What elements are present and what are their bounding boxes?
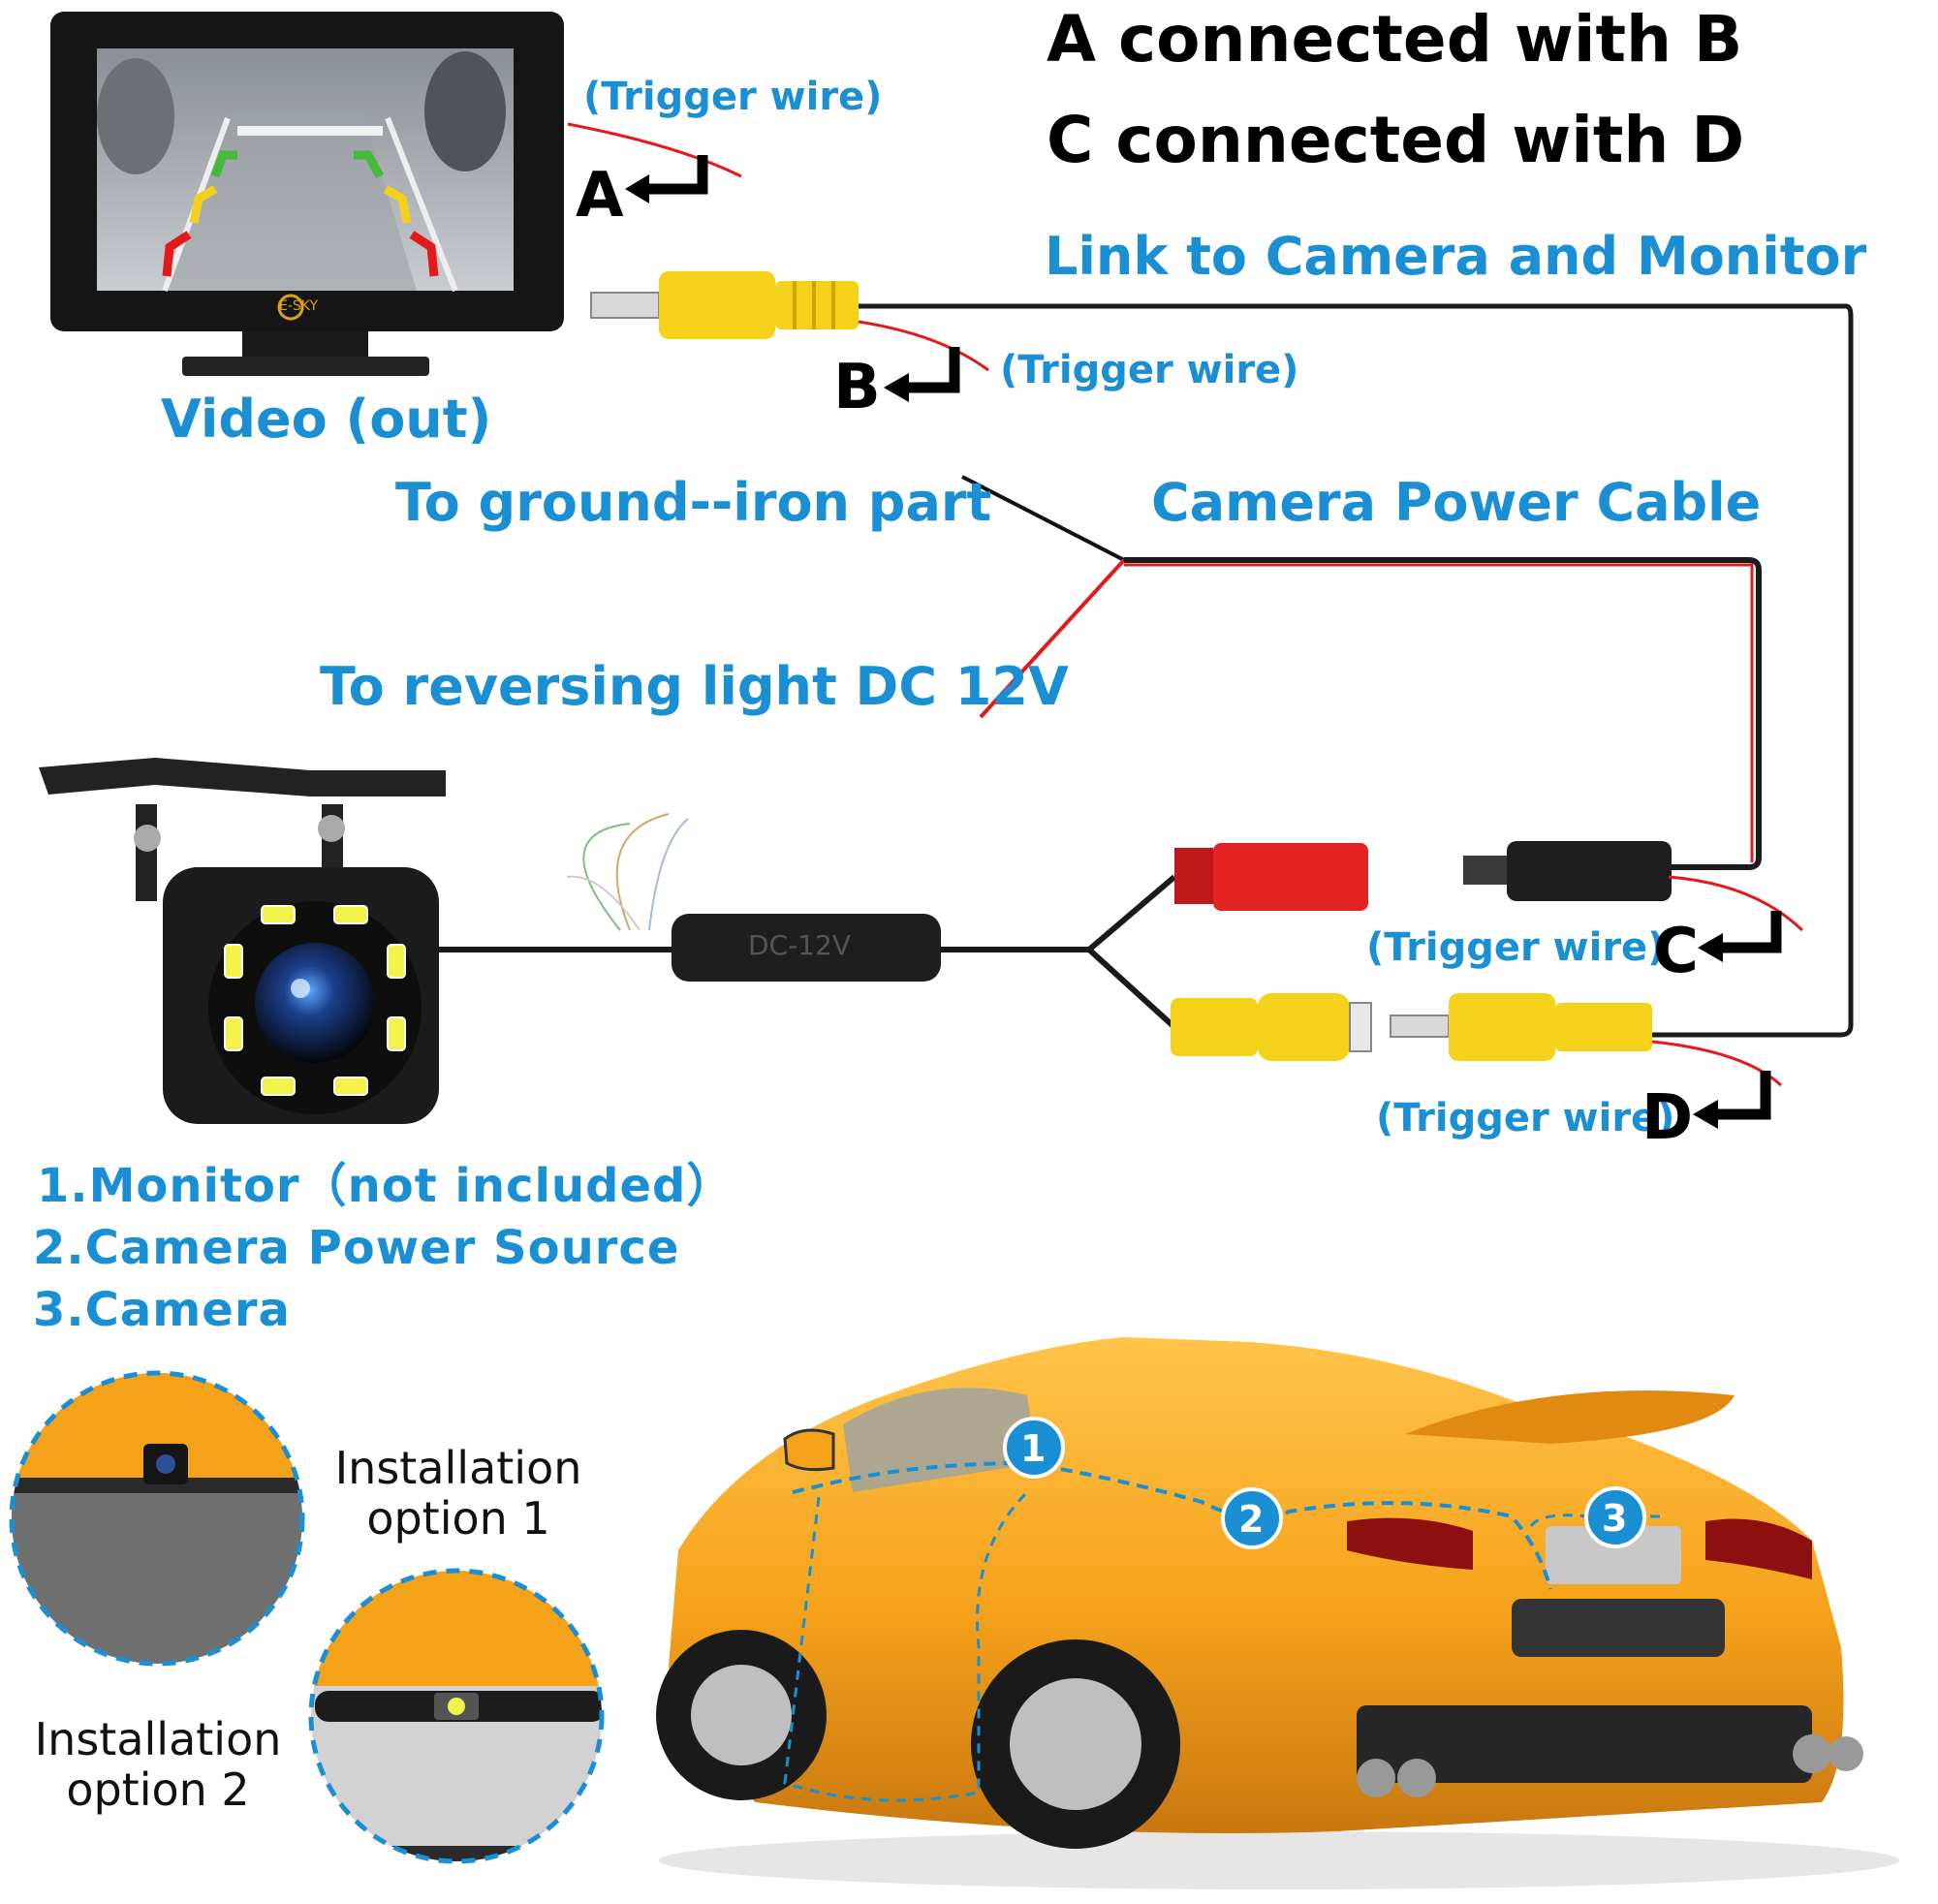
marker-2 xyxy=(1221,1487,1283,1549)
installation-option-1-label: Installation option 1 xyxy=(328,1446,589,1541)
trigger-wire-label-a: (Trigger wire) xyxy=(583,75,883,119)
installation-option-1-line2: option 1 xyxy=(366,1492,550,1545)
marker-1 xyxy=(1003,1417,1065,1479)
trigger-wire-label-b: (Trigger wire) xyxy=(1000,348,1299,392)
legend-item-1: 1.Monitor（not included） xyxy=(37,1159,735,1213)
letter-d: D xyxy=(1641,1082,1694,1154)
dc-connector-female xyxy=(1174,843,1368,911)
letter-c: C xyxy=(1653,916,1699,987)
rca-connector-video-out xyxy=(590,271,859,339)
marker-3-label: 3 xyxy=(1602,1497,1628,1540)
trigger-wire-label-d: (Trigger wire) xyxy=(1376,1096,1675,1140)
installation-option-1-image xyxy=(9,1370,305,1667)
installation-option-2-line1: Installation xyxy=(34,1713,282,1765)
monitor-illustration xyxy=(50,12,564,376)
connection-note-c-d: C connected with D xyxy=(1047,103,1745,177)
letter-b: B xyxy=(833,352,881,423)
installation-option-2-label: Installation option 2 xyxy=(27,1717,289,1812)
marker-3 xyxy=(1584,1486,1646,1548)
brand-logo: E-SKY xyxy=(279,298,319,314)
rca-connector-camera-male xyxy=(1390,993,1652,1061)
module-label: DC-12V xyxy=(748,929,851,961)
installation-option-2-line2: option 2 xyxy=(66,1764,250,1816)
legend-item-3: 3.Camera xyxy=(33,1283,291,1337)
ground-label: To ground--iron part xyxy=(395,472,992,533)
dc-connector-male xyxy=(1463,841,1672,901)
marker-1-label: 1 xyxy=(1020,1427,1047,1470)
link-label: Link to Camera and Monitor xyxy=(1045,226,1867,287)
car-illustration xyxy=(656,1337,1899,1889)
letter-a: A xyxy=(576,160,624,232)
rca-connector-camera-female xyxy=(1171,993,1372,1061)
marker-2-label: 2 xyxy=(1238,1498,1265,1541)
power-cable-label: Camera Power Cable xyxy=(1151,472,1762,533)
power-module xyxy=(672,914,941,982)
connection-note-a-b: A connected with B xyxy=(1047,2,1743,77)
installation-option-2-image xyxy=(308,1568,605,1864)
reversing-light-label: To reversing light DC 12V xyxy=(320,656,1069,717)
camera-illustration xyxy=(39,758,446,1124)
installation-option-1-line1: Installation xyxy=(334,1442,582,1494)
legend-item-2: 2.Camera Power Source xyxy=(33,1221,680,1275)
trigger-wire-label-c: (Trigger wire) xyxy=(1366,925,1666,970)
video-out-label: Video (out) xyxy=(161,389,492,450)
